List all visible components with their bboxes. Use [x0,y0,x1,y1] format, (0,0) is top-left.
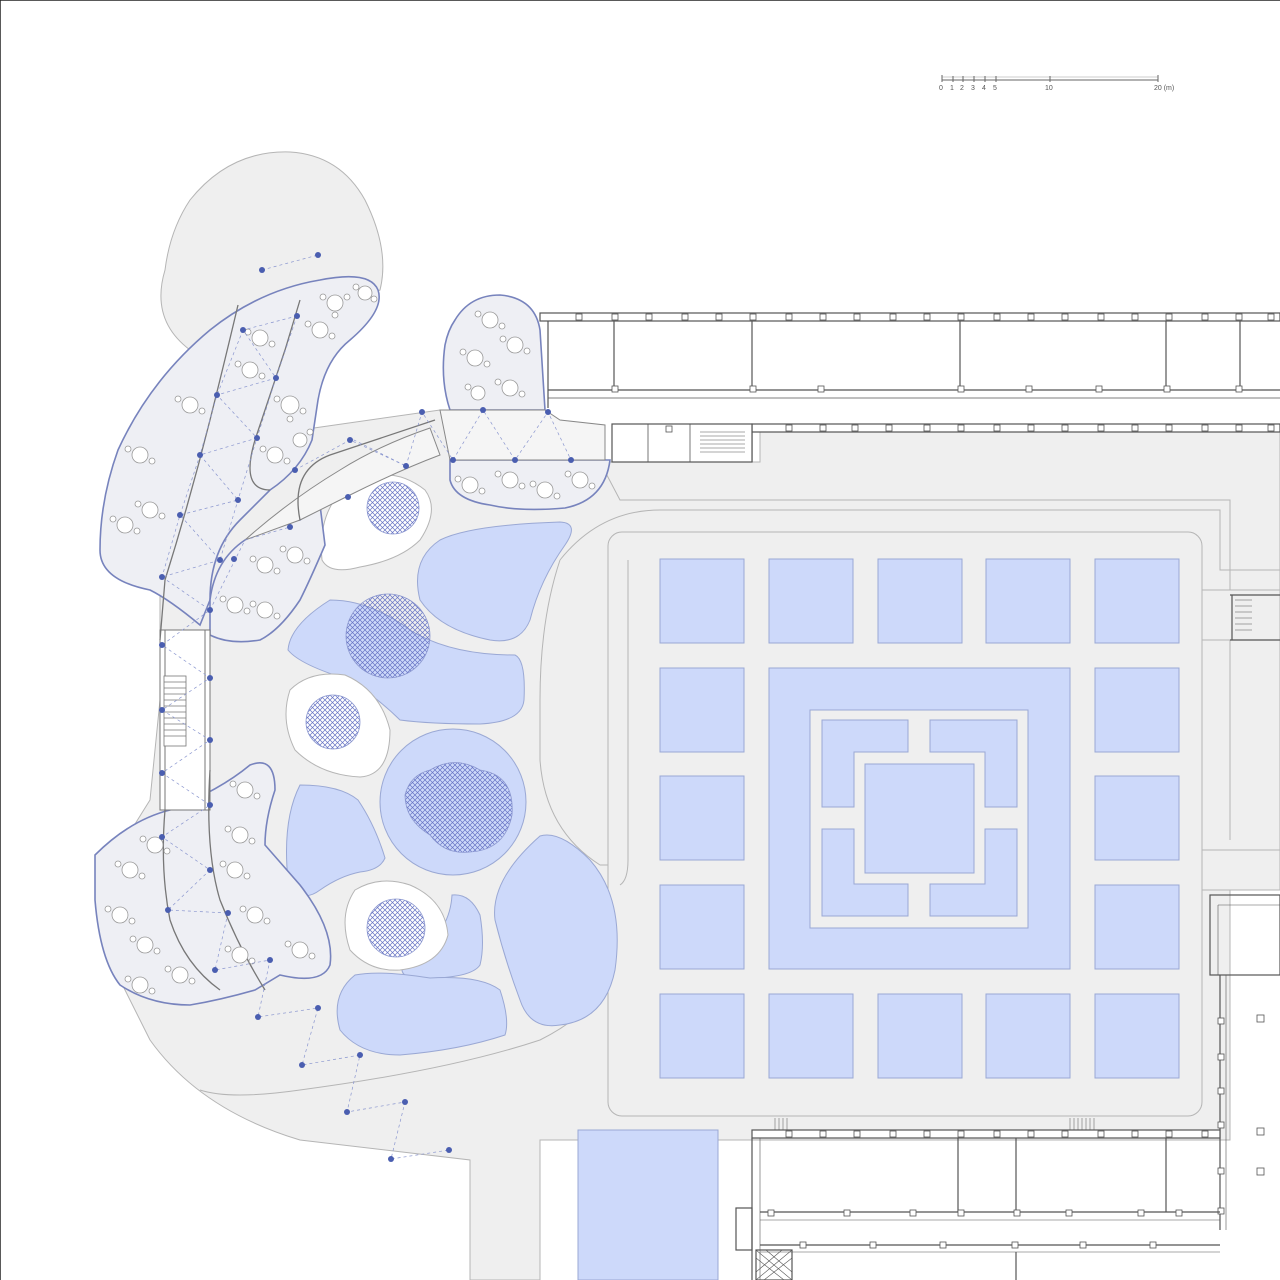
scale-label-0: 0 [939,85,943,92]
scale-label-20m: 20 (m) [1154,85,1174,92]
courtyard-edge [619,560,629,886]
scale-label-4: 4 [982,85,986,92]
south-building [735,1118,1221,1280]
south-building-columns [767,1130,1209,1249]
north-building [539,312,1280,463]
seating-clusters [104,283,596,995]
scale-bar: 0 1 2 3 4 5 10 20 (m) [939,75,1174,92]
scale-label-10: 10 [1045,85,1053,92]
west-pavilion [94,275,611,1006]
scale-label-5: 5 [993,85,997,92]
pavilion-stair [163,675,187,747]
scale-label-3: 3 [971,85,975,92]
east-building-columns [1217,1014,1265,1215]
scale-label-1: 1 [950,85,954,92]
south-pool [577,1129,719,1280]
north-building-columns [575,313,1275,433]
tree-canopies [305,481,513,958]
east-building [1209,594,1280,1230]
central-maze [809,709,1029,929]
column-dots [159,252,574,1162]
scale-label-2: 2 [960,85,964,92]
